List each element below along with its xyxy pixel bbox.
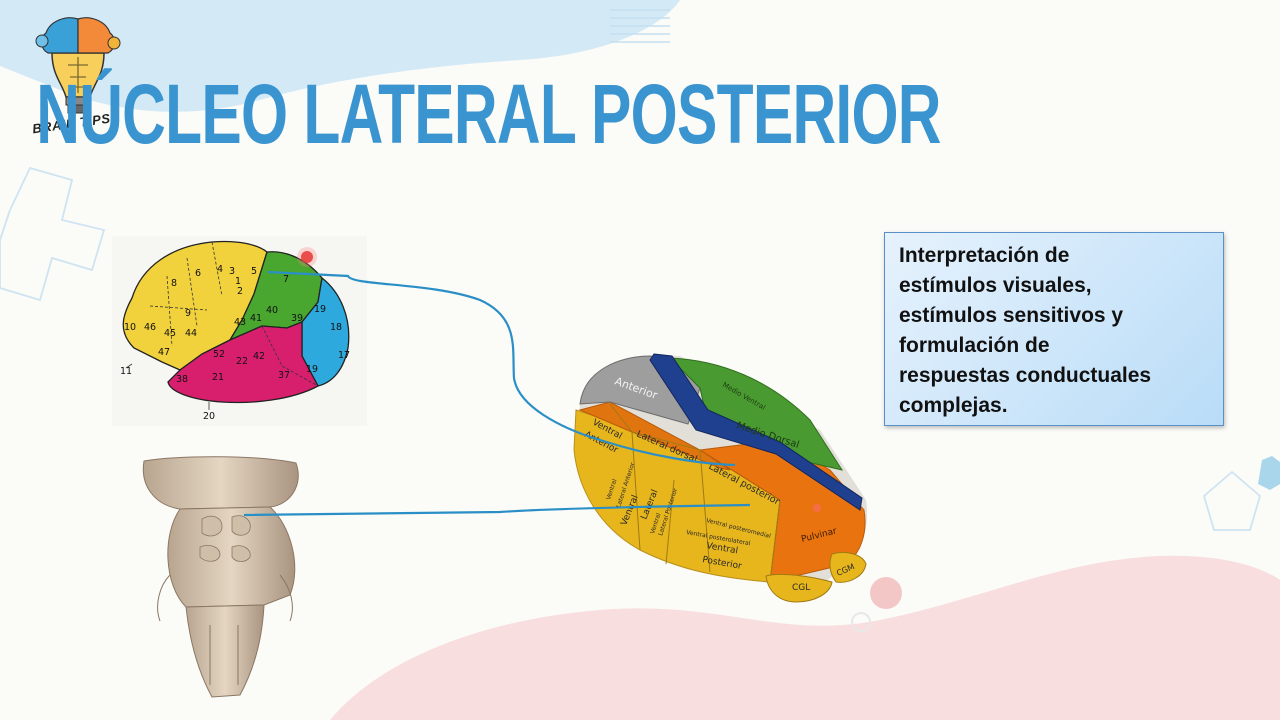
colliculi-bumps <box>199 515 251 562</box>
area-label: 44 <box>185 328 197 339</box>
area-label: 11 <box>120 366 132 377</box>
area-label: 6 <box>195 268 201 279</box>
pink-dot <box>870 577 902 609</box>
label-cgl: CGL <box>792 583 810 593</box>
nerve-fibers <box>157 574 293 685</box>
area-label: 18 <box>330 322 342 333</box>
area-label: 47 <box>158 347 170 358</box>
area-label: 5 <box>251 266 257 277</box>
small-circle-outline <box>851 612 871 632</box>
info-line: complejas. <box>899 394 1008 417</box>
area-label: 46 <box>144 322 156 333</box>
area-label: 9 <box>185 308 191 319</box>
pointer-line <box>125 363 133 369</box>
info-line: estímulos visuales, <box>899 274 1092 297</box>
info-text: Interpretación de estímulos visuales, es… <box>899 241 1211 421</box>
gear-icon <box>35 34 49 48</box>
gear-icon <box>107 36 121 50</box>
midbrain-body <box>167 506 296 608</box>
thalamus-top-mass <box>142 456 299 510</box>
area-label: 3 <box>229 266 235 277</box>
neuron-icon <box>68 57 88 93</box>
area-label: 45 <box>164 328 176 339</box>
cross-outline-shape <box>0 166 106 302</box>
area-label: 2 <box>237 286 243 297</box>
area-label: 10 <box>124 322 136 333</box>
area-label: 41 <box>250 313 262 324</box>
bottom-pink-blob <box>330 555 1280 720</box>
info-line: estímulos sensitivos y <box>899 304 1124 327</box>
area-label: 52 <box>213 349 225 360</box>
cgl-body <box>765 573 833 603</box>
slide-title: NÚCLEO LATERAL POSTERIOR <box>36 67 941 161</box>
info-line: formulación de <box>899 334 1050 357</box>
area-label: 19 <box>306 364 318 375</box>
area-label: 37 <box>278 370 290 381</box>
area-label: 39 <box>291 313 303 324</box>
area-label: 17 <box>338 350 350 361</box>
brainstem-illustration <box>142 456 299 698</box>
area-label: 38 <box>176 374 188 385</box>
thalamus-nuclei-diagram: Anterior Medio Ventral Medio Dorsal Vent… <box>573 353 868 603</box>
area-label: 7 <box>283 274 289 285</box>
brodmann-brain-map: 4 6 8 3 1 2 5 7 9 46 10 45 44 43 41 40 3… <box>112 236 367 426</box>
sulcus-line <box>149 241 319 387</box>
top-stripes <box>610 9 670 43</box>
bulb-base <box>67 104 89 114</box>
medulla-body <box>185 604 265 698</box>
info-line: Interpretación de <box>899 244 1070 267</box>
area-label: 4 <box>217 264 223 275</box>
brain-right-half <box>77 17 115 54</box>
pentagon-outline-shape <box>1202 470 1262 531</box>
top-blue-blob <box>0 0 680 112</box>
teal-hexagon-shape <box>1258 456 1280 490</box>
area-label: 40 <box>266 305 278 316</box>
brain-left-half <box>41 17 79 54</box>
laser-pointer-dot <box>813 504 821 512</box>
info-box: Interpretación de estímulos visuales, es… <box>884 232 1224 426</box>
area-label: 42 <box>253 351 265 362</box>
area-label: 8 <box>171 278 177 289</box>
cgm-body <box>829 551 867 583</box>
area-label: 19 <box>314 304 326 315</box>
brain-tips-logo <box>35 17 121 114</box>
area-label: 43 <box>234 317 246 328</box>
area-label: 21 <box>212 372 224 383</box>
area-label: 20 <box>203 411 215 422</box>
area-label: 22 <box>236 356 248 367</box>
info-line: respuestas conductuales <box>899 364 1152 387</box>
area-label: 1 <box>235 276 241 287</box>
